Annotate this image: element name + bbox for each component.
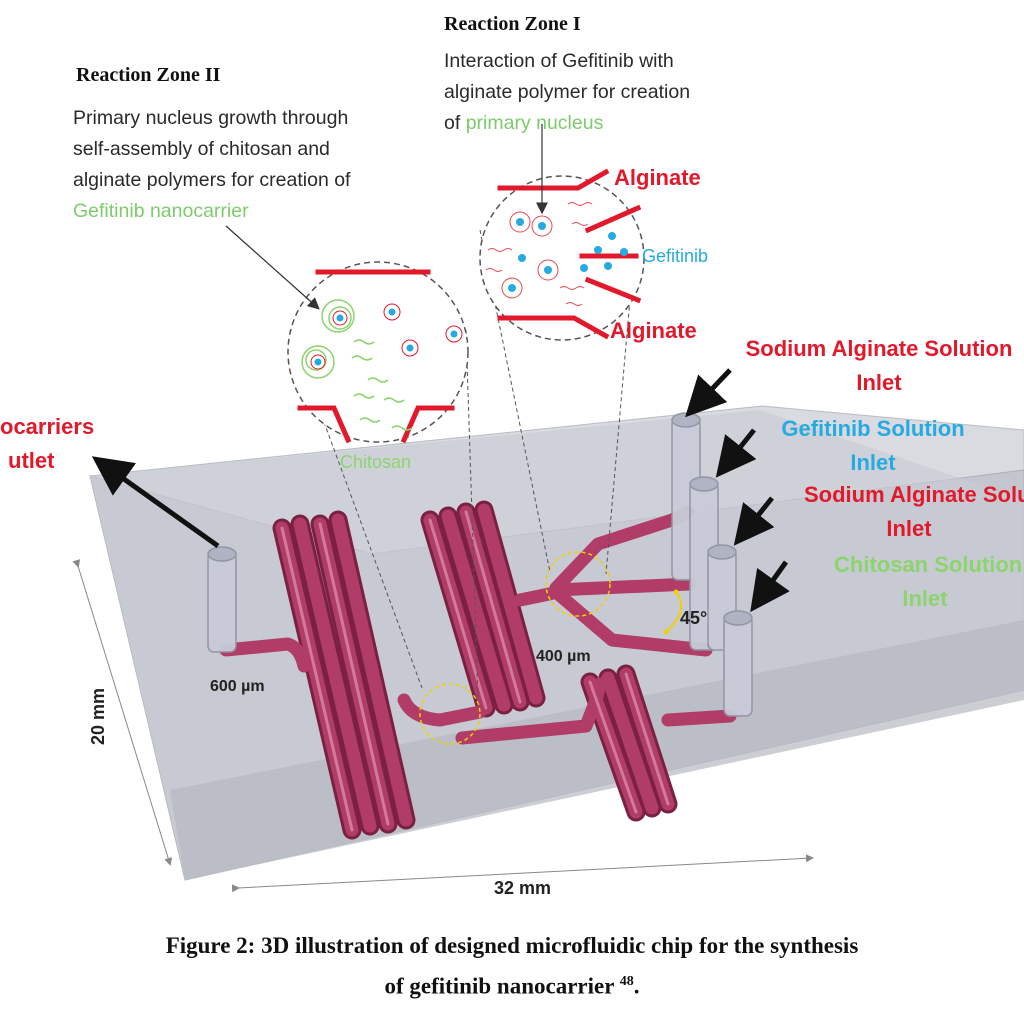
junction-zone-ii	[419, 683, 481, 745]
zone-ii-magnified	[287, 261, 469, 444]
caption-period: .	[633, 973, 640, 999]
zone-ii-desc-highlight: Gefitinib nanocarrier	[73, 200, 249, 222]
zone-ii-title: Reaction Zone II	[76, 64, 221, 86]
zone-i-desc-line-2: alginate polymer for creation	[444, 81, 691, 103]
zone-ii-pointer	[225, 225, 320, 310]
depth-dimension-line	[72, 559, 173, 866]
figure-caption: Figure 2: 3D illustration of designed mi…	[0, 928, 1024, 1005]
inlet-gef-line-2: Inlet	[850, 450, 896, 475]
angle-marker	[665, 591, 683, 633]
caption-reference: 48	[619, 974, 634, 989]
inlet-label-sodium-alginate-1: Sodium Alginate Solution Inlet	[734, 332, 1024, 400]
measure-400um: 400 µm	[536, 648, 591, 665]
inlet-gef-line-1: Gefitinib Solution	[781, 416, 965, 441]
zone-i-magnified	[479, 168, 645, 341]
inlet-sa2-line-2: Inlet	[886, 516, 932, 541]
zone-i-title: Reaction Zone I	[444, 13, 581, 35]
inlet-chi-line-1: Chitosan Solution	[834, 552, 1023, 577]
measure-600um: 600 µm	[210, 678, 265, 695]
outlet-label: ocarriers utlet	[0, 410, 94, 478]
inlet-chi-line-2: Inlet	[902, 586, 948, 611]
label-alginate-top: Alginate	[614, 165, 701, 190]
zone-i-desc-highlight: primary nucleus	[465, 112, 604, 134]
junction-zone-i	[545, 551, 611, 617]
caption-line-1: Figure 2: 3D illustration of designed mi…	[165, 933, 859, 958]
caption-line-2: of gefitinib nanocarrier 48.	[0, 964, 1024, 1005]
measure-depth: 20 mm	[88, 687, 109, 746]
measure-length: 32 mm	[494, 878, 552, 898]
inlet-tubes	[207, 412, 753, 717]
zone-i-description: Interaction of Gefitinib with alginate p…	[444, 46, 726, 139]
label-alginate-bottom: Alginate	[610, 318, 697, 343]
zone-i-desc-line-1: Interaction of Gefitinib with	[444, 50, 674, 72]
measure-angle: 45°	[680, 608, 708, 628]
outlet-line-2: utlet	[8, 448, 55, 473]
zone-i-desc-line-3: of primary nucleus	[444, 108, 726, 139]
zone-ii-description: Primary nucleus growth through self-asse…	[73, 103, 391, 227]
zone-ii-desc-line-1: Primary nucleus growth through	[73, 107, 349, 129]
inlet-label-chitosan: Chitosan Solution Inlet	[826, 548, 1024, 616]
inlet-sa1-line-2: Inlet	[856, 370, 902, 395]
inlet-sa2-line-1: Sodium Alginate Solu	[804, 482, 1024, 507]
zone-i-desc-prefix: of	[444, 112, 466, 134]
caption-line-2-text: of gefitinib nanocarrier	[384, 973, 620, 999]
label-gefitinib: Gefitinib	[642, 246, 709, 266]
outlet-line-1: ocarriers	[0, 414, 95, 439]
label-chitosan: Chitosan	[340, 452, 412, 472]
zone-ii-desc-line-3: alginate polymers for creation of	[73, 169, 351, 191]
length-dimension-line	[231, 854, 814, 893]
flow-arrows	[91, 368, 790, 613]
zone-ii-desc-line-2: self-assembly of chitosan and	[73, 138, 330, 160]
inlet-label-gefitinib: Gefitinib Solution Inlet	[768, 412, 978, 480]
inlet-label-sodium-alginate-2: Sodium Alginate Solu Inlet	[794, 478, 1024, 546]
inlet-sa1-line-1: Sodium Alginate Solution	[745, 336, 1013, 361]
